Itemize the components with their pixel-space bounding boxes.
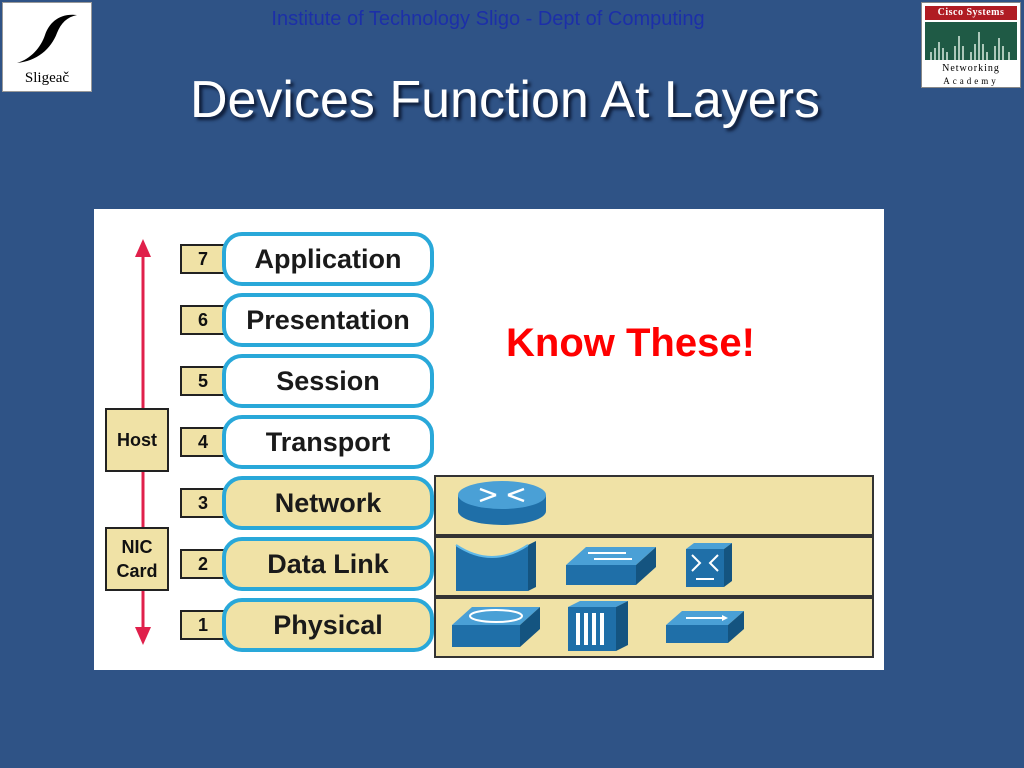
sligo-logo-text: Sligeač [24,70,70,86]
layer-session: Session [222,354,434,408]
layer-number-1: 1 [180,610,226,640]
slide-title: Devices Function At Layers [189,71,821,129]
nic-card-box: NIC Card [105,527,169,591]
know-these-callout: Know These! [506,321,755,365]
layer-network: Network [222,476,434,530]
repeater-icon [568,601,628,651]
layer-presentation: Presentation [222,293,434,347]
layer-application: Application [222,232,434,286]
cisco-logo-title: Cisco Systems [925,6,1017,20]
atm-switch-icon [686,543,732,587]
nic-label: NIC [121,537,153,557]
switch-icon [566,547,656,585]
osi-diagram: Host NIC Card 7 6 5 4 3 2 1 Application … [94,209,884,670]
layer-physical: Physical [222,598,434,652]
sligo-logo: Sligeač [2,2,92,92]
hub-icon [452,607,540,647]
router-icon [458,481,546,525]
swan-icon [17,14,77,63]
card-label: Card [116,561,158,581]
layer-number-5: 5 [180,366,226,396]
cisco-bars-icon [925,22,1017,60]
cisco-logo: Cisco Systems Networking Academy [921,2,1021,88]
layer-number-3: 3 [180,488,226,518]
layer-number-2: 2 [180,549,226,579]
institution-header: Institute of Technology Sligo - Dept of … [271,8,705,30]
host-box: Host [105,408,169,472]
layer-transport: Transport [222,415,434,469]
bridge-icon [455,541,536,591]
transceiver-icon [666,611,744,643]
layer-number-6: 6 [180,305,226,335]
layer-number-7: 7 [180,244,226,274]
layer-data-link: Data Link [222,537,434,591]
cisco-logo-line2: Academy [943,76,999,86]
cisco-logo-line1: Networking [942,63,1000,74]
layer-number-4: 4 [180,427,226,457]
